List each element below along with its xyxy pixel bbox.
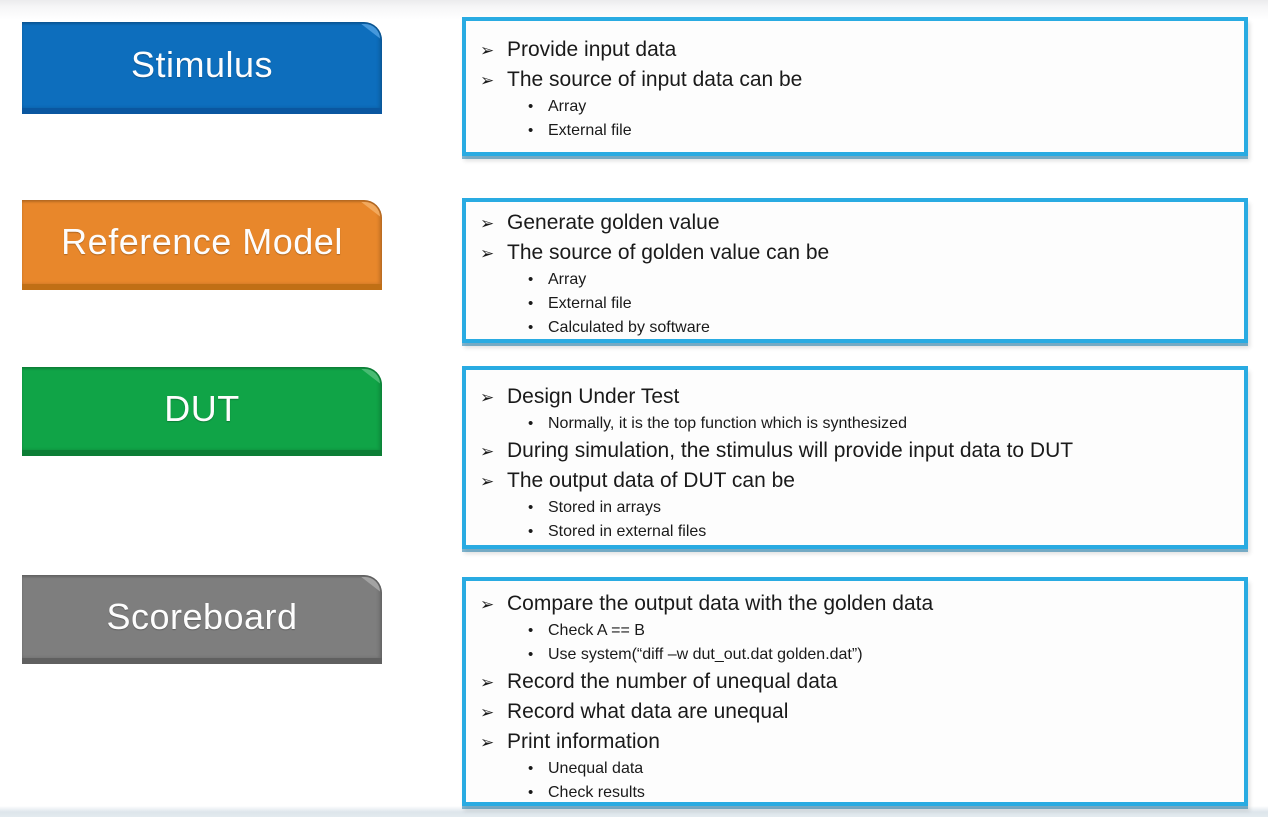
bullet-line: ➢ During simulation, the stimulus will p…	[480, 436, 1236, 466]
dot-bullet-icon: •	[528, 622, 534, 639]
bullet-text: External file	[548, 122, 632, 139]
dot-bullet-icon: •	[528, 760, 534, 777]
bullet-line: ➢ Print information	[480, 727, 1236, 757]
bullet-text: The source of input data can be	[507, 68, 803, 91]
dot-bullet-icon: •	[528, 271, 534, 288]
bullet-text: During simulation, the stimulus will pro…	[507, 439, 1074, 462]
bullet-line: • Unequal data	[528, 757, 1236, 781]
bullet-text: Normally, it is the top function which i…	[548, 415, 907, 432]
bullet-line: • Stored in external files	[528, 520, 1236, 544]
bullet-line: • Calculated by software	[528, 316, 1236, 340]
bullet-line: • Normally, it is the top function which…	[528, 412, 1236, 436]
scoreboard-label-box: Scoreboard	[22, 575, 382, 664]
stimulus-label-box: Stimulus	[22, 22, 382, 114]
dot-bullet-icon: •	[528, 98, 534, 115]
bullet-line: • External file	[528, 119, 1236, 143]
bullet-line: • Array	[528, 95, 1236, 119]
arrow-bullet-icon: ➢	[480, 41, 495, 60]
dot-bullet-icon: •	[528, 784, 534, 801]
bullet-text: The output data of DUT can be	[507, 469, 795, 492]
arrow-bullet-icon: ➢	[480, 388, 495, 407]
bullet-text: Record what data are unequal	[507, 700, 789, 723]
reference-model-label: Reference Model	[61, 221, 343, 262]
bullet-line: ➢ Design Under Test	[480, 382, 1236, 412]
bullet-line: • Stored in arrays	[528, 496, 1236, 520]
stimulus-label: Stimulus	[130, 44, 274, 85]
bullet-text: The source of golden value can be	[507, 241, 830, 264]
bullet-text: Use system(“diff –w dut_out.dat golden.d…	[548, 646, 863, 663]
arrow-bullet-icon: ➢	[480, 214, 495, 233]
bullet-text: Design Under Test	[507, 385, 680, 408]
dut-label: DUT	[164, 387, 240, 429]
bullet-text: Stored in external files	[548, 523, 707, 540]
dot-bullet-icon: •	[528, 499, 534, 516]
stimulus-details-panel: ➢ Provide input data ➢ The source of inp…	[462, 17, 1248, 156]
reference-model-details-panel: ➢ Generate golden value ➢ The source of …	[462, 198, 1248, 343]
reference-model-label-box: Reference Model	[22, 200, 382, 290]
bullet-line: • Use system(“diff –w dut_out.dat golden…	[528, 643, 1236, 667]
bullet-line: • Check results	[528, 781, 1236, 805]
arrow-bullet-icon: ➢	[480, 472, 495, 491]
bullet-line: ➢ Record what data are unequal	[480, 697, 1236, 727]
bullet-text: Array	[548, 271, 587, 288]
corner-fold	[361, 369, 380, 384]
dot-bullet-icon: •	[528, 646, 534, 663]
bullet-line: • Check A == B	[528, 619, 1236, 643]
arrow-bullet-icon: ➢	[480, 71, 495, 90]
bullet-line: ➢ The source of input data can be	[480, 65, 1236, 95]
bullet-text: Compare the output data with the golden …	[507, 592, 934, 615]
arrow-bullet-icon: ➢	[480, 595, 495, 614]
bullet-line: • External file	[528, 292, 1236, 316]
dot-bullet-icon: •	[528, 523, 534, 540]
bullet-text: Provide input data	[507, 38, 677, 61]
arrow-bullet-icon: ➢	[480, 733, 495, 752]
dot-bullet-icon: •	[528, 295, 534, 312]
bullet-line: ➢ The source of golden value can be	[480, 238, 1236, 268]
bullet-line: • Array	[528, 268, 1236, 292]
bullet-line: ➢ The output data of DUT can be	[480, 466, 1236, 496]
bullet-text: Print information	[507, 730, 660, 753]
bullet-line: ➢ Record the number of unequal data	[480, 667, 1236, 697]
dut-label-box: DUT	[22, 367, 382, 456]
scoreboard-label: Scoreboard	[106, 595, 298, 637]
arrow-bullet-icon: ➢	[480, 442, 495, 461]
bullet-text: Check results	[548, 784, 645, 801]
bullet-text: Array	[548, 98, 587, 115]
bullet-text: Stored in arrays	[548, 499, 661, 516]
corner-fold	[361, 577, 380, 592]
bullet-text: Generate golden value	[507, 211, 720, 234]
bullet-text: Check A == B	[548, 622, 645, 639]
bullet-text: Calculated by software	[548, 319, 710, 336]
bullet-line: ➢ Generate golden value	[480, 208, 1236, 238]
bullet-text: Unequal data	[548, 760, 644, 777]
corner-fold	[361, 202, 380, 217]
bullet-text: Record the number of unequal data	[507, 670, 838, 693]
corner-fold	[361, 24, 380, 39]
arrow-bullet-icon: ➢	[480, 244, 495, 263]
bullet-line: ➢ Provide input data	[480, 35, 1236, 65]
dot-bullet-icon: •	[528, 122, 534, 139]
arrow-bullet-icon: ➢	[480, 703, 495, 722]
dot-bullet-icon: •	[528, 319, 534, 336]
bullet-line: ➢ Compare the output data with the golde…	[480, 589, 1236, 619]
arrow-bullet-icon: ➢	[480, 673, 495, 692]
bullet-text: External file	[548, 295, 632, 312]
scoreboard-details-panel: ➢ Compare the output data with the golde…	[462, 577, 1248, 806]
dut-details-panel: ➢ Design Under Test • Normally, it is th…	[462, 366, 1248, 549]
dot-bullet-icon: •	[528, 415, 534, 432]
